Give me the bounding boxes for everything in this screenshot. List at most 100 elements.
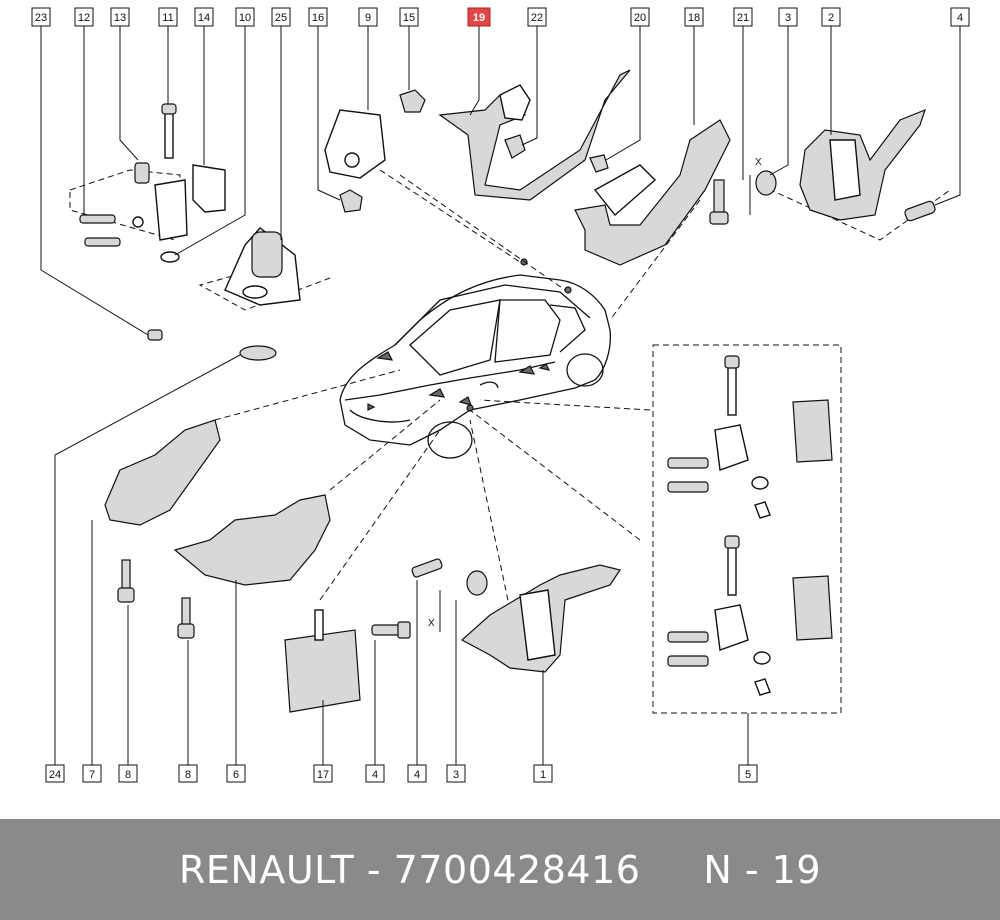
callout-18: 18	[684, 7, 704, 27]
callout-8a: 8	[118, 764, 138, 783]
svg-text:21: 21	[737, 12, 749, 24]
part-23-bolt	[147, 329, 163, 341]
callout-5: 5	[738, 764, 758, 783]
svg-text:24: 24	[49, 769, 61, 781]
svg-text:20: 20	[634, 12, 646, 24]
part-1-hinge: X	[411, 558, 621, 765]
callout-11: 11	[158, 7, 178, 27]
dimension-label-x-bottom: X	[428, 618, 435, 629]
svg-text:8: 8	[185, 769, 191, 781]
part-18-strap	[574, 26, 731, 266]
svg-text:19: 19	[473, 12, 485, 24]
part-4-bolt	[904, 200, 936, 222]
part-number: 7700428416	[393, 847, 641, 892]
svg-text:4: 4	[414, 769, 420, 781]
svg-text:9: 9	[365, 12, 371, 24]
car-illustration	[339, 258, 611, 459]
svg-text:8: 8	[125, 769, 131, 781]
callout-16: 16	[308, 7, 328, 27]
callout-10: 10	[235, 7, 255, 27]
callout-4b: 4	[407, 764, 427, 783]
callout-15: 15	[399, 7, 419, 27]
svg-text:4: 4	[957, 12, 963, 24]
svg-text:15: 15	[403, 12, 415, 24]
exploded-parts-diagram: X	[31, 7, 970, 783]
svg-text:1: 1	[540, 769, 546, 781]
callouts-top-row: 23 12 13 11 14 10 25 16 9 15 19 22 20 18…	[31, 7, 970, 27]
svg-text:16: 16	[312, 12, 324, 24]
footer-gap	[640, 848, 703, 892]
part-13-sleeve	[134, 162, 150, 184]
callout-4: 4	[950, 7, 970, 27]
svg-text:12: 12	[78, 12, 90, 24]
callout-3: 3	[778, 7, 798, 27]
part-21-bolt	[713, 179, 725, 216]
part-16-nut	[339, 189, 363, 213]
part-17-pad	[284, 609, 411, 765]
part-7-bracket	[91, 419, 221, 765]
callout-25: 25	[271, 7, 291, 27]
callout-21: 21	[733, 7, 753, 27]
svg-text:10: 10	[239, 12, 251, 24]
callout-9: 9	[358, 7, 378, 27]
callout-2: 2	[821, 7, 841, 27]
footer-separator: -	[354, 847, 394, 892]
part-4-bolt-c	[411, 558, 443, 578]
svg-text:25: 25	[275, 12, 287, 24]
part-info-footer: RENAULT - 7700428416 N - 19	[0, 819, 1000, 920]
svg-text:11: 11	[162, 12, 173, 24]
part-group-9-15-16	[317, 26, 426, 213]
diagram-position: N - 19	[703, 847, 822, 892]
part-15-nut	[399, 89, 426, 113]
part-6-bracket	[173, 494, 331, 765]
part-8-bolt-a	[121, 559, 131, 591]
part-11-pin	[164, 107, 174, 159]
part-12-bolt-a	[79, 214, 116, 224]
svg-text:17: 17	[317, 769, 329, 781]
svg-text:5: 5	[745, 769, 751, 781]
svg-text:2: 2	[828, 12, 834, 24]
svg-text:6: 6	[233, 769, 239, 781]
callouts-bottom-row: 24 7 8 8 6 17 4 4 3 1 5	[45, 764, 758, 783]
svg-text:3: 3	[453, 769, 459, 781]
svg-text:23: 23	[35, 12, 47, 24]
callout-1: 1	[533, 764, 553, 783]
brand-name: RENAULT	[178, 847, 355, 892]
callout-14: 14	[194, 7, 214, 27]
callout-8b: 8	[178, 764, 198, 783]
callout-7: 7	[82, 764, 102, 783]
svg-text:14: 14	[198, 12, 210, 24]
part-10-clip	[160, 251, 180, 263]
callout-23: 23	[31, 7, 51, 27]
svg-text:13: 13	[114, 12, 126, 24]
callout-24: 24	[45, 764, 65, 783]
callout-6: 6	[226, 764, 246, 783]
part-3-nut-b	[466, 570, 488, 596]
callout-12: 12	[74, 7, 94, 27]
part-12-bolt-b	[84, 237, 121, 247]
part-14-pad	[192, 164, 226, 213]
callout-4a: 4	[365, 764, 385, 783]
part-8-bolt-b	[181, 597, 191, 627]
part-20-block	[593, 164, 657, 217]
part-9-hinge	[324, 109, 386, 179]
part-3-nut	[755, 170, 777, 196]
callout-13: 13	[110, 7, 130, 27]
part-19-door-check-strap	[438, 26, 631, 201]
dimension-label-x-top: X	[755, 157, 762, 168]
callout-17: 17	[313, 764, 333, 783]
callout-22: 22	[527, 7, 547, 27]
svg-text:4: 4	[372, 769, 378, 781]
part-5-group	[652, 344, 842, 765]
callout-20: 20	[630, 7, 650, 27]
svg-text:18: 18	[688, 12, 700, 24]
footer-caption: RENAULT - 7700428416 N - 19	[179, 848, 821, 892]
svg-text:3: 3	[785, 12, 791, 24]
part-2-hinge	[799, 108, 926, 221]
part-group-top-left	[40, 26, 246, 341]
part-24-washer	[239, 345, 277, 361]
part-group-top-right: X	[709, 26, 961, 225]
svg-text:7: 7	[89, 769, 95, 781]
svg-text:22: 22	[531, 12, 543, 24]
